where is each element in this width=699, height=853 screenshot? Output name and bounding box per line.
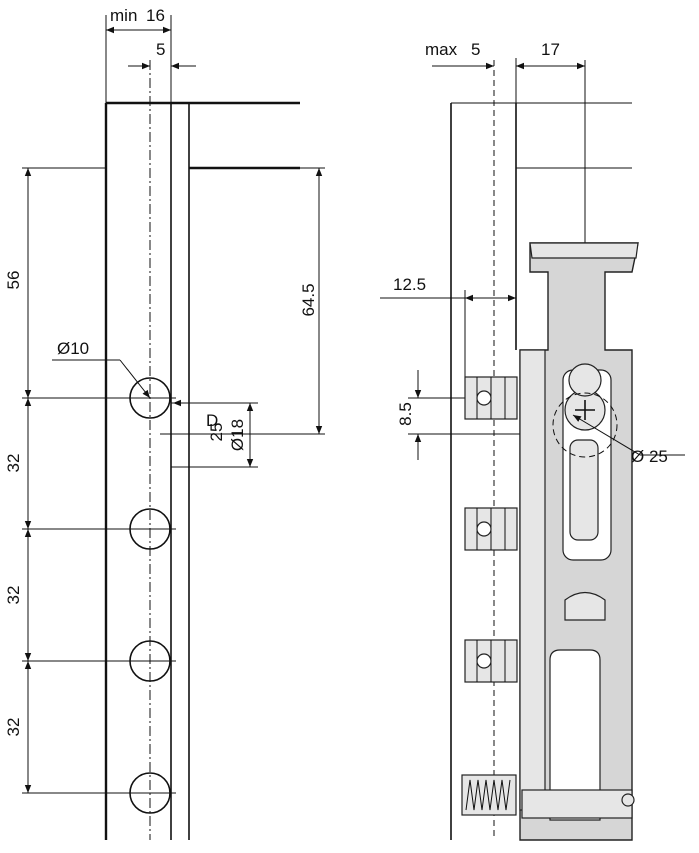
- dim-dia25: Ø 25: [631, 447, 668, 466]
- left-view: min 16 5 56 32 32 32 64.5 Ø10 D 25 Ø18: [4, 6, 325, 840]
- dowel-1: [464, 376, 518, 420]
- mounting-plate: [519, 349, 546, 811]
- dim-32-a: 32: [4, 454, 23, 473]
- dim-max-label: max: [425, 40, 458, 59]
- right-view: max 5 17 12.5 8.5: [380, 40, 685, 841]
- lower-slot: [549, 649, 601, 821]
- dim-8-5: 8.5: [396, 402, 415, 426]
- dim-5-right: 5: [471, 40, 480, 59]
- dim-dia18: Ø18: [228, 419, 247, 451]
- dim-25-left: 25: [207, 423, 226, 442]
- dim-min-label: min: [110, 6, 137, 25]
- dowel-2: [464, 507, 518, 551]
- dim-5-left: 5: [156, 40, 165, 59]
- dim-32-b: 32: [4, 586, 23, 605]
- spring-clip: [461, 774, 517, 816]
- dim-12-5: 12.5: [393, 275, 426, 294]
- dim-17: 17: [541, 40, 560, 59]
- dim-64-5: 64.5: [299, 283, 318, 316]
- dim-32-c: 32: [4, 718, 23, 737]
- dowel-3: [464, 639, 518, 683]
- dim-16: 16: [146, 6, 165, 25]
- dim-D: D: [206, 411, 218, 430]
- dim-hole-dia: Ø10: [57, 339, 89, 358]
- cam-base: [521, 789, 633, 819]
- dia-25-circle: [552, 392, 618, 458]
- dim-56: 56: [4, 271, 23, 290]
